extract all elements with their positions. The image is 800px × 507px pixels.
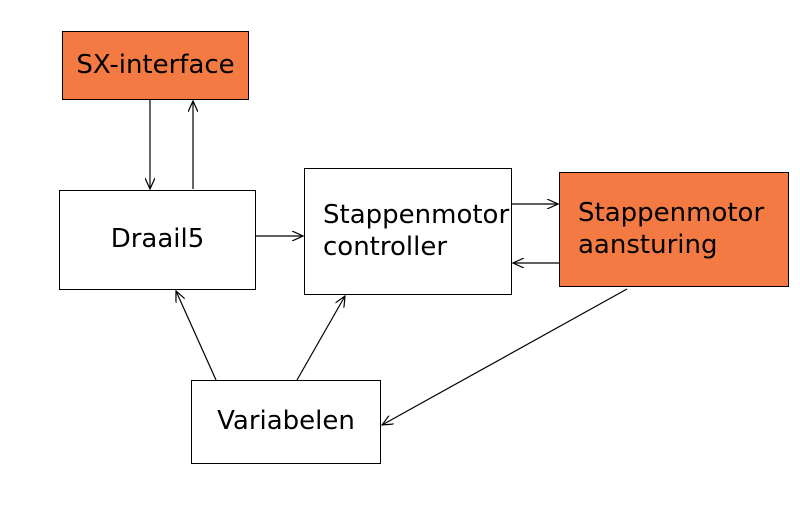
stappenmotor-controller-label: Stappenmotor controller — [323, 200, 510, 262]
stappenmotor-aansturing-label: Stappenmotor aansturing — [578, 198, 765, 260]
stappenmotor-controller-block: Stappenmotor controller — [304, 168, 512, 295]
arrow-variabelen-to-draai — [176, 291, 217, 381]
sx-interface-label: SX-interface — [76, 49, 235, 80]
arrow-variabelen-to-controller — [296, 296, 345, 381]
variabelen-block: Variabelen — [191, 380, 381, 464]
sx-interface-block: SX-interface — [62, 31, 249, 100]
variabelen-label: Variabelen — [217, 406, 355, 437]
draai15-block: Draail5 — [59, 190, 256, 290]
stappenmotor-aansturing-block: Stappenmotor aansturing — [559, 172, 789, 287]
arrow-aansturing-to-variabelen — [382, 288, 628, 425]
draai15-label: Draail5 — [110, 224, 205, 255]
